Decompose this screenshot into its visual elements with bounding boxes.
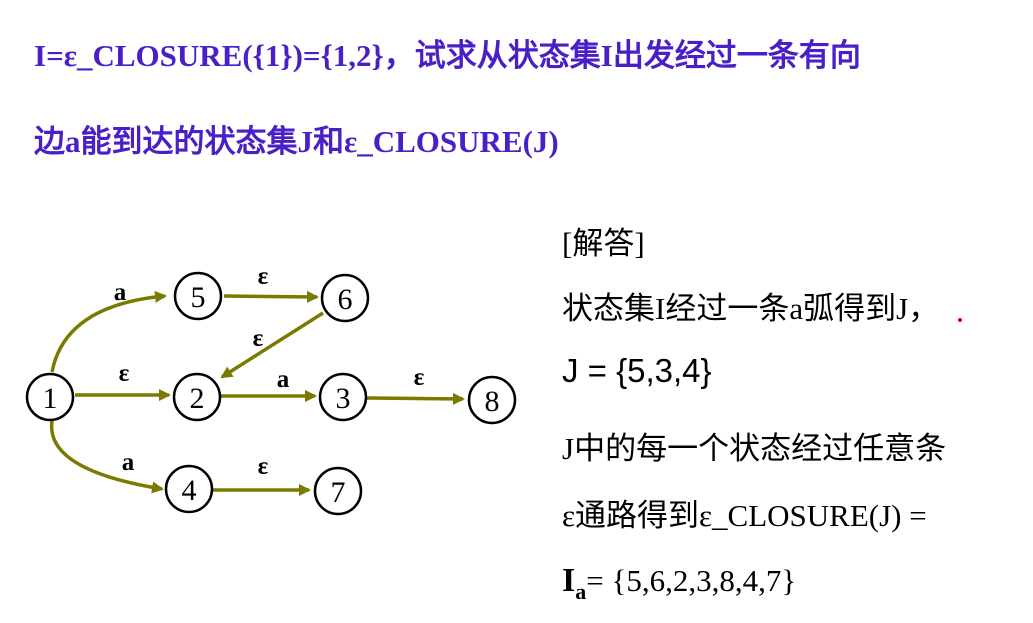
state-circle-6	[320, 273, 370, 323]
state-circle-5	[173, 271, 223, 321]
state-node-2: 2	[172, 372, 222, 422]
edge-label-6-to-2: ε	[253, 325, 264, 352]
state-circle-3	[318, 372, 368, 422]
answer-line-1: 状态集I经过一条a弧得到J，	[562, 291, 940, 326]
state-label-5: 5	[191, 281, 206, 314]
edge-label-1-to-5: a	[114, 279, 127, 306]
state-node-5: 5	[173, 271, 223, 321]
edge-label-5-to-6: ε	[258, 263, 269, 290]
state-circle-1	[25, 372, 75, 422]
state-circle-7	[313, 466, 363, 516]
edge-label-2-to-3: a	[277, 366, 290, 393]
state-label-3: 3	[336, 382, 351, 415]
answer-line-4: ε通路得到ε_CLOSURE(J) =	[562, 498, 927, 533]
edge-1-to-4	[49, 420, 164, 494]
state-node-4: 4	[164, 464, 214, 514]
state-label-7: 7	[331, 476, 346, 509]
edge-label-4-to-7: ε	[258, 453, 269, 480]
state-node-6: 6	[320, 273, 370, 323]
edge-3-to-8	[366, 392, 465, 405]
state-label-6: 6	[338, 283, 353, 316]
edge-label-3-to-8: ε	[414, 364, 425, 391]
edge-6-to-2	[220, 311, 324, 379]
state-label-1: 1	[43, 382, 58, 415]
edge-1-to-5	[50, 290, 167, 373]
state-label-2: 2	[190, 382, 205, 415]
state-label-4: 4	[182, 474, 197, 507]
state-node-1: 1	[25, 372, 75, 422]
answer-heading: [解答]	[562, 226, 645, 261]
edge-label-1-to-4: a	[122, 449, 135, 476]
state-circle-4	[164, 464, 214, 514]
ia-symbol: Ia	[562, 562, 587, 604]
answer-ia-line: Ia= {5,6,2,3,8,4,7}	[562, 562, 796, 605]
state-node-8: 8	[467, 375, 517, 425]
edge-5-to-6	[223, 290, 319, 303]
state-node-3: 3	[318, 372, 368, 422]
problem-title-line-2: 边a能到达的状态集J和ε_CLOSURE(J)	[34, 124, 559, 159]
state-node-7: 7	[313, 466, 363, 516]
state-circle-2	[172, 372, 222, 422]
state-circle-8	[467, 375, 517, 425]
marker-dot	[958, 318, 962, 322]
ia-value: = {5,6,2,3,8,4,7}	[586, 563, 797, 598]
edge-label-1-to-2: ε	[119, 360, 130, 387]
state-label-8: 8	[485, 385, 500, 418]
problem-title-line-1: I=ε_CLOSURE({1})={1,2}，试求从状态集I出发经过一条有向	[34, 38, 861, 73]
answer-line-3: J中的每一个状态经过任意条	[562, 431, 947, 466]
answer-line-2: J = {5,3,4}	[562, 352, 712, 389]
